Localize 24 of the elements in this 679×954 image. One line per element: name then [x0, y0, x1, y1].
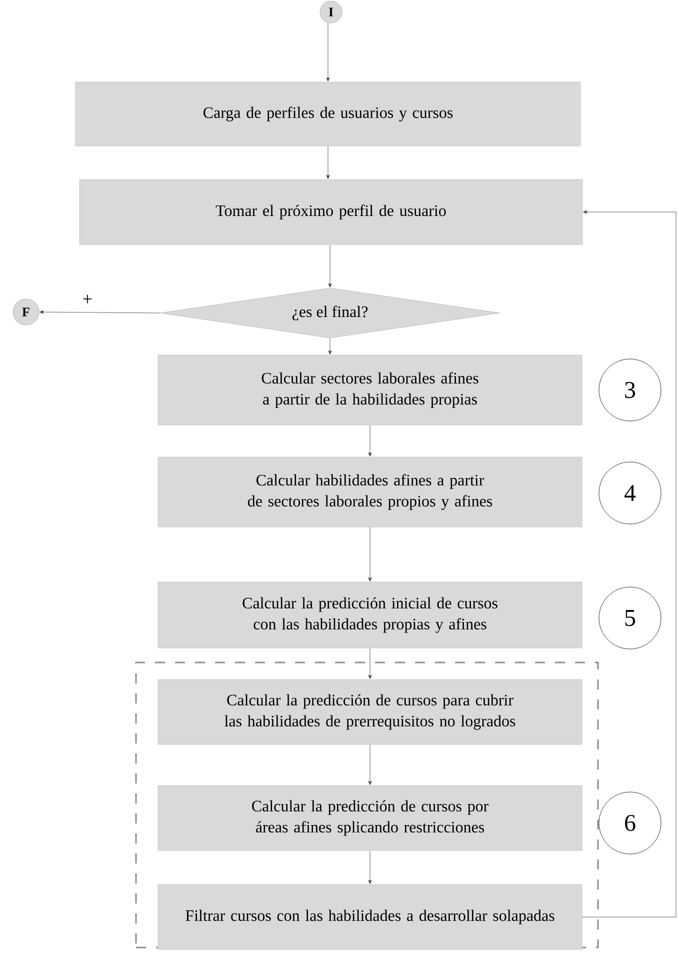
callout-number: 6 [598, 792, 662, 854]
callout-number: 4 [598, 462, 662, 524]
arrow [582, 210, 676, 918]
arrow [326, 23, 330, 82]
process-box: Tomar el próximo perfil de usuario [79, 179, 583, 245]
arrow [368, 648, 372, 679]
arrow [326, 146, 330, 179]
edge-label: + [83, 294, 92, 304]
arrow [328, 338, 332, 354]
process-box: Calcular habilidades afines a partir de sectores laborales propios y afines [158, 456, 582, 528]
process-box: Calcular la predicción de cursos por áreas afines splicando restricciones [158, 785, 582, 851]
arrow [328, 244, 332, 288]
arrow [368, 527, 372, 582]
process-box: Calcular la predicción inicial de cursos con las habilidades propias y afines [158, 582, 582, 648]
arrow [368, 425, 372, 456]
process-box: Carga de perfiles de usuarios y cursos [75, 82, 581, 146]
arrow [368, 744, 372, 785]
process-box: Calcular la predicción de cursos para cubrir las habilidades de prerrequisitos no logrados [158, 679, 582, 745]
process-box: Filtrar cursos con las habilidades a desarrollar solapadas [158, 884, 582, 950]
arrow [368, 850, 372, 884]
process-box: Calcular sectores laborales afines a partir de la habilidades propias [158, 354, 582, 426]
arrow [40, 310, 160, 314]
callout-number: 5 [598, 586, 662, 650]
callout-number: 3 [598, 358, 662, 422]
